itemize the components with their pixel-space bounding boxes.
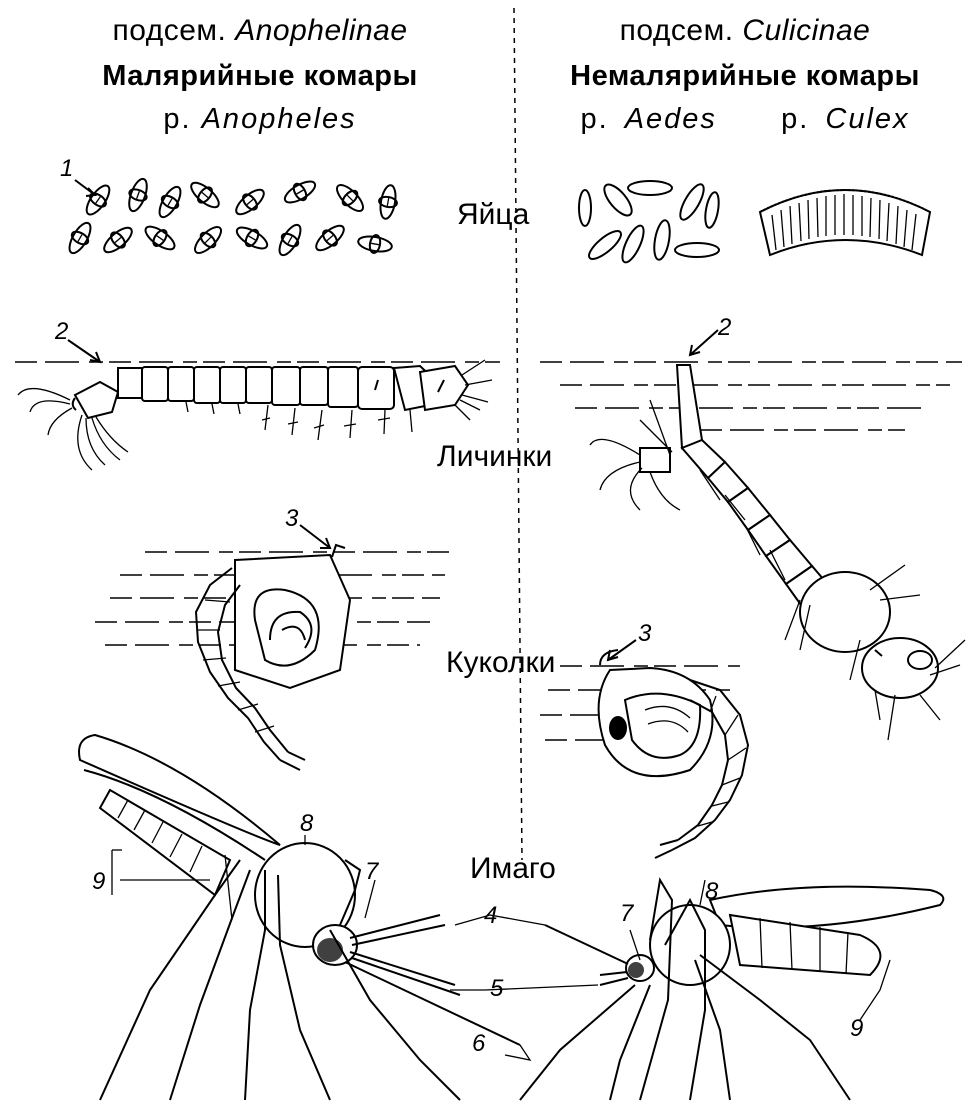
callout-7-left: 7: [365, 858, 378, 886]
callout-3-left: 3: [285, 505, 298, 533]
callout-7-right: 7: [620, 900, 633, 928]
aedes-eggs: [579, 180, 721, 265]
culex-egg-raft: [760, 190, 930, 255]
callout-6: 6: [472, 1030, 485, 1058]
anopheles-adult: [79, 735, 520, 1100]
callout-2-left: 2: [55, 318, 68, 346]
callout-4: 4: [484, 902, 497, 930]
callout-8-right: 8: [705, 878, 718, 906]
callout-9-left: 9: [92, 868, 105, 896]
center-divider: [514, 8, 522, 860]
callout-2-right: 2: [718, 314, 731, 342]
callout-1: 1: [60, 155, 73, 183]
anopheles-pupa: [95, 545, 455, 770]
culex-pupa: [540, 650, 748, 858]
callout-9-right: 9: [850, 1015, 863, 1043]
anopheles-eggs: [64, 176, 400, 260]
callout-5: 5: [490, 975, 503, 1003]
callout-8-left: 8: [300, 810, 313, 838]
anopheles-larva: [15, 360, 500, 470]
callout-3-right: 3: [638, 620, 651, 648]
